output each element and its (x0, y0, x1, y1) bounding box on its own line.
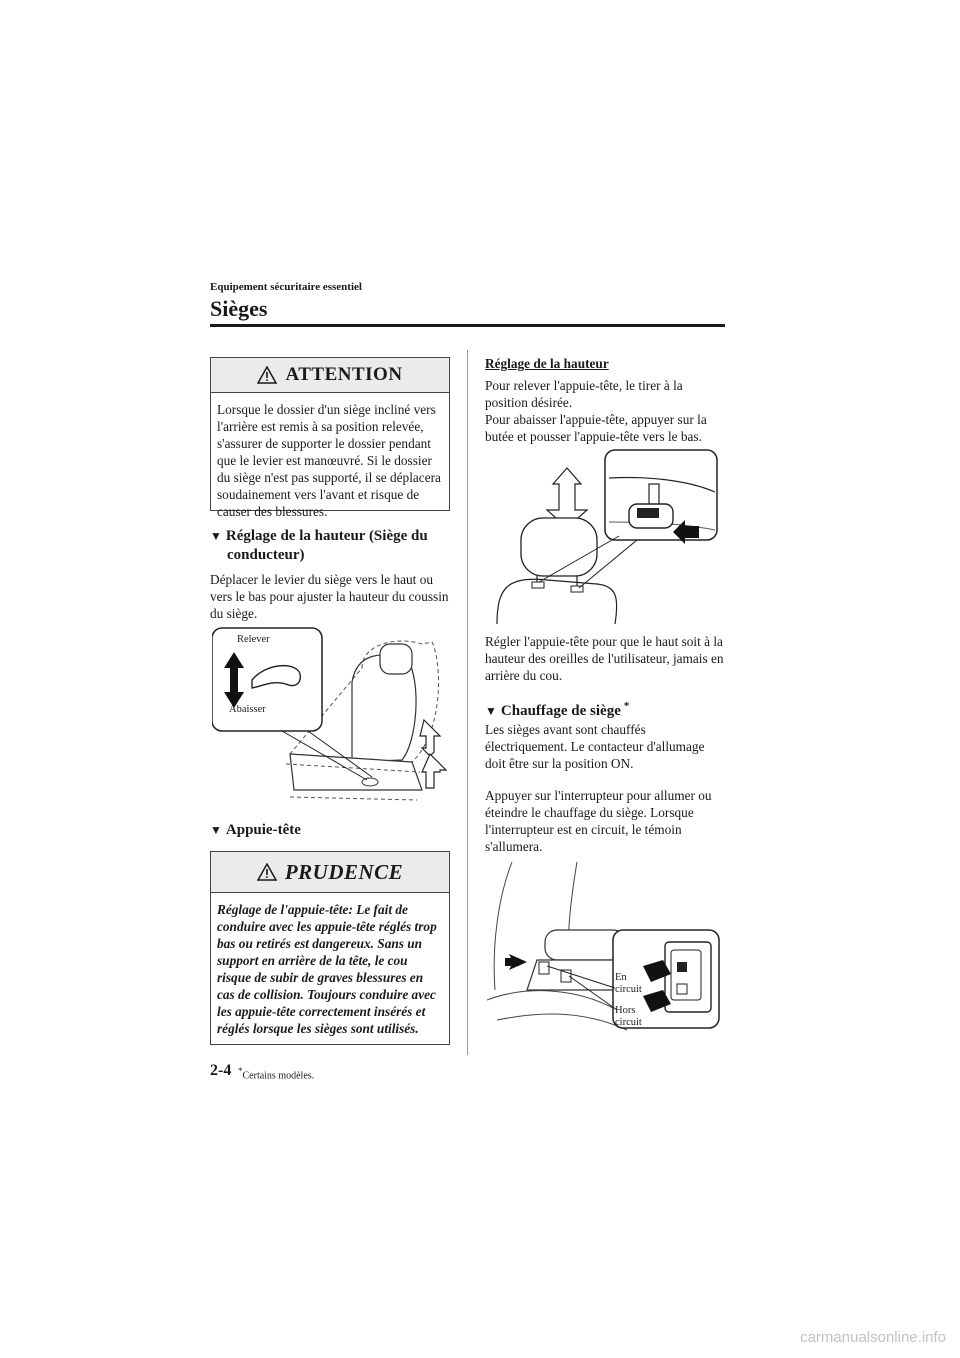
seat-heating-switch-text: Appuyer sur l'interrupteur pour allumer … (485, 788, 712, 854)
headrest-lower-text: Pour abaisser l'appuie-tête, appuyer sur… (485, 412, 707, 444)
watermark: carmanualsonline.info (800, 1329, 946, 1346)
section-kicker: Equipement sécuritaire essentiel (210, 281, 362, 293)
subheading-headrest-height: Réglage de la hauteur (485, 356, 609, 371)
seat-heating-info-text: Les sièges avant sont chauffés électriqu… (485, 722, 705, 771)
prudence-header: PRUDENCE (211, 852, 449, 893)
heading-seat-heating: ▼Chauffage de siège* (485, 700, 630, 719)
attention-header: ATTENTION (211, 358, 449, 393)
headrest-position-text: Régler l'appuie-tête pour que le haut so… (485, 634, 724, 683)
heading-headrest: ▼Appuie-tête (210, 822, 301, 838)
seat-heater-figure (487, 861, 720, 1031)
page-title: Sièges (210, 296, 268, 321)
attention-text: Lorsque le dossier d'un siège incliné ve… (217, 402, 441, 519)
column-divider (467, 350, 468, 1055)
headrest-figure (496, 449, 718, 624)
optional-star: * (623, 700, 630, 712)
page-number: 2-4 (210, 1062, 232, 1079)
section-arrow-icon: ▼ (210, 529, 222, 543)
footnote: *Certains modèles. (238, 1066, 315, 1082)
attention-box: ATTENTION Lorsque le dossier d'un siège … (210, 357, 450, 519)
attention-title: ATTENTION (285, 364, 403, 385)
headrest-raise-text: Pour relever l'appuie-tête, le tirer à l… (485, 378, 683, 410)
prudence-title: PRUDENCE (284, 859, 404, 884)
section-arrow-icon: ▼ (485, 704, 497, 718)
heading-seat-height: ▼Réglage de la hauteur (Siège du conduct… (210, 528, 428, 563)
label-abaisser: Abaisser (229, 704, 266, 715)
section-arrow-icon: ▼ (210, 823, 222, 837)
warning-icon (256, 863, 277, 881)
warning-icon (257, 366, 278, 384)
seat-height-text: Déplacer le levier du siège vers le haut… (210, 572, 449, 621)
seat-lever-figure (212, 627, 448, 801)
header-rule (210, 324, 725, 327)
prudence-text: Réglage de l'appuie-tête: Le fait de con… (217, 902, 437, 1036)
prudence-box: PRUDENCE Réglage de l'appuie-tête: Le fa… (210, 851, 450, 1045)
label-relever: Relever (237, 634, 270, 645)
